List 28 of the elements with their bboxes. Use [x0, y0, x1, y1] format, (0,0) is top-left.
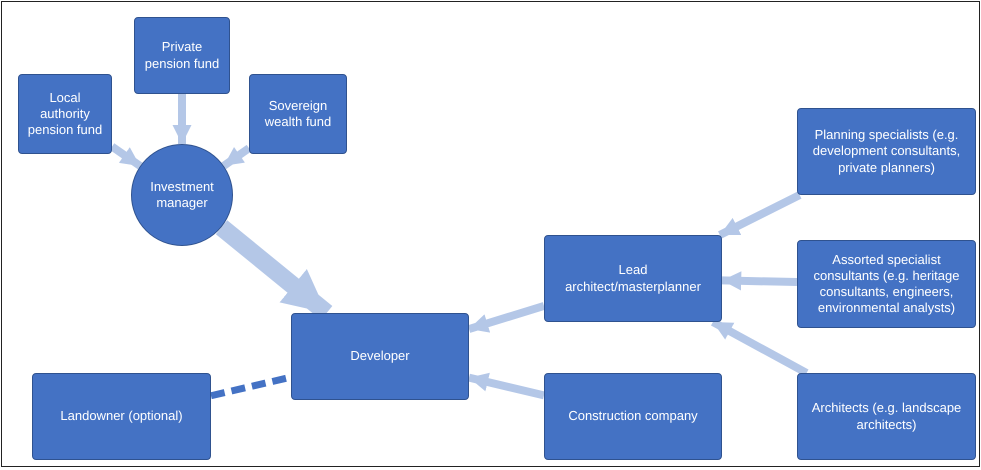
process-box [544, 373, 722, 460]
arrow [722, 271, 798, 290]
process-box [32, 373, 211, 460]
arrow [718, 191, 802, 239]
node-label: Construction company [568, 408, 698, 425]
process-box [797, 108, 976, 195]
node-label: Private pension fund [144, 39, 220, 72]
process-box [797, 373, 976, 460]
process-box [544, 235, 722, 322]
process-box [797, 240, 976, 328]
arrow [468, 372, 545, 400]
process-box [18, 74, 112, 154]
process-box [291, 313, 469, 400]
node-label: Assorted specialist consultants (e.g. heritage consultants, engineers, environmental analysts) [812, 252, 960, 316]
node-label: Landowner (optional) [60, 408, 183, 425]
process-box [134, 17, 230, 94]
arrow [110, 143, 142, 170]
node-label: Lead architect/masterplanner [564, 262, 702, 295]
process-box [249, 74, 347, 154]
arrow [468, 302, 546, 333]
node-label: Local authority pension fund [26, 90, 104, 138]
arrow [222, 144, 252, 170]
node-label: Developer [350, 348, 410, 365]
node-label: Sovereign wealth fund [264, 98, 332, 130]
node-label: Architects (e.g. landscape architects) [810, 400, 962, 433]
arrow [172, 94, 192, 144]
node-label: Planning specialists (e.g. development consultants, private planners) [812, 127, 962, 176]
node-label: Investment manager [149, 178, 215, 212]
